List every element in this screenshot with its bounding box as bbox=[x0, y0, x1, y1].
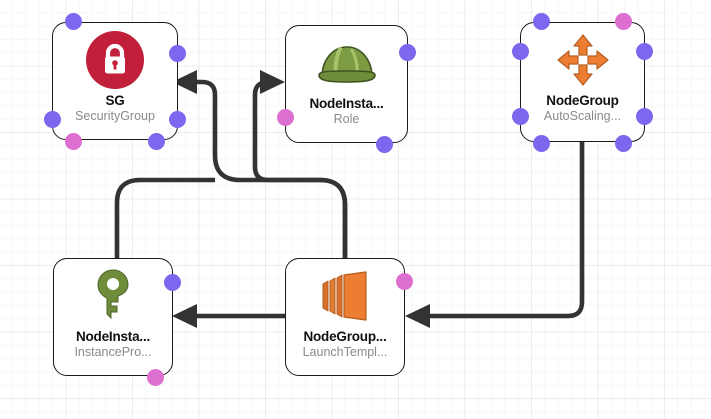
handle-left-bottom[interactable] bbox=[512, 108, 529, 125]
handle-right-top[interactable] bbox=[636, 43, 653, 60]
node-node-instance-role[interactable]: NodeInsta... Role bbox=[277, 25, 416, 153]
handle-bottom-right[interactable] bbox=[615, 135, 632, 152]
ec2-launch-template-icon bbox=[286, 265, 404, 327]
node-title: NodeGroup bbox=[546, 93, 619, 108]
node-title: NodeGroup... bbox=[303, 329, 387, 344]
handle-right-top[interactable] bbox=[164, 274, 181, 291]
key-icon bbox=[54, 265, 172, 327]
handle-right-top[interactable] bbox=[396, 273, 413, 290]
handle-bottom-left[interactable] bbox=[533, 135, 550, 152]
node-node-instance-profile[interactable]: NodeInsta... InstancePro... bbox=[53, 258, 181, 386]
handle-right-top[interactable] bbox=[169, 45, 186, 62]
handle-bottom-right[interactable] bbox=[376, 136, 393, 153]
node-node-group[interactable]: NodeGroup AutoScaling... bbox=[512, 13, 653, 152]
handle-top-right[interactable] bbox=[615, 13, 632, 30]
edge-path-nodegroup-to-template bbox=[430, 142, 585, 319]
hard-hat-icon bbox=[286, 32, 407, 94]
arrowhead-instance-profile bbox=[172, 304, 197, 328]
arrowhead-launch-template bbox=[405, 304, 430, 328]
handle-right-bottom[interactable] bbox=[169, 111, 186, 128]
node-subtitle: SecurityGroup bbox=[75, 109, 155, 123]
handle-top-left[interactable] bbox=[533, 13, 550, 30]
handle-left-top[interactable] bbox=[512, 43, 529, 60]
edge-path-trunk-left-down bbox=[114, 177, 215, 258]
node-title: NodeInsta... bbox=[309, 96, 384, 111]
handle-right-top[interactable] bbox=[399, 44, 416, 61]
autoscaling-icon bbox=[521, 29, 644, 91]
handle-right-bottom[interactable] bbox=[636, 108, 653, 125]
handle-left-bottom[interactable] bbox=[44, 111, 61, 128]
node-title: SG bbox=[105, 93, 125, 108]
handle-bottom-left[interactable] bbox=[65, 133, 82, 150]
node-subtitle: Role bbox=[333, 112, 360, 126]
node-title: NodeInsta... bbox=[75, 329, 151, 344]
handle-bottom-right[interactable] bbox=[148, 133, 165, 150]
lock-icon bbox=[53, 29, 177, 91]
node-node-group-launch-template[interactable]: NodeGroup... LaunchTempl... bbox=[285, 258, 413, 376]
node-subtitle: LaunchTempl... bbox=[302, 345, 388, 359]
node-security-group[interactable]: SG SecurityGroup bbox=[44, 13, 186, 150]
node-subtitle: AutoScaling... bbox=[543, 109, 622, 123]
handle-bottom-right[interactable] bbox=[147, 369, 164, 386]
node-subtitle: InstancePro... bbox=[74, 345, 152, 359]
arrowhead-role bbox=[260, 70, 285, 94]
handle-top[interactable] bbox=[65, 13, 82, 30]
handle-left-bottom[interactable] bbox=[277, 109, 294, 126]
